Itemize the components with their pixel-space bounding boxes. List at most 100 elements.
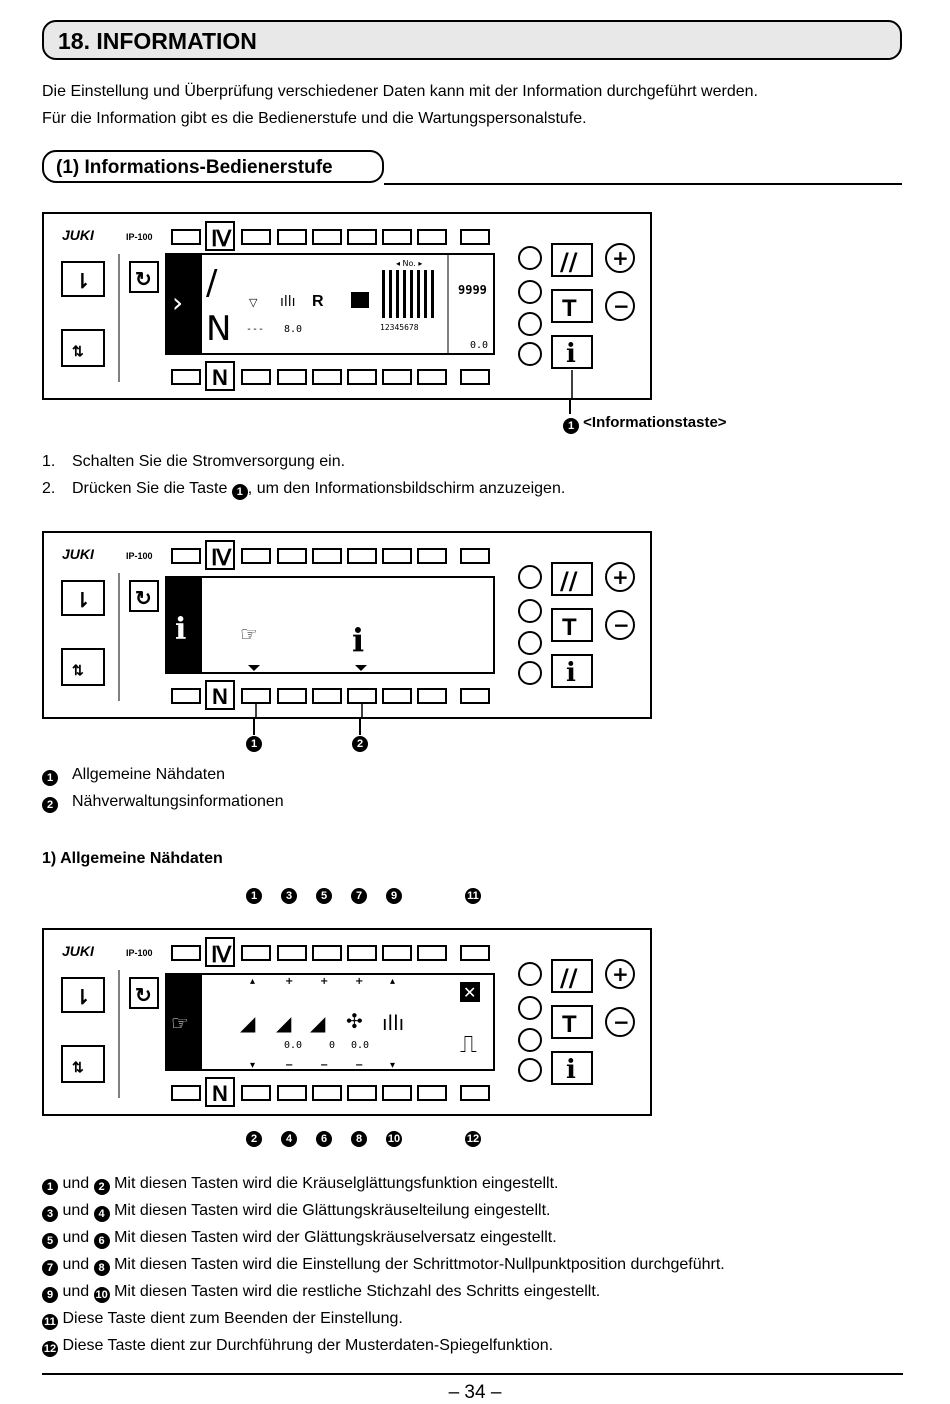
badge-1: 1 [563, 418, 579, 434]
winder-key[interactable] [61, 329, 105, 367]
legend-general-data: Allgemeine Nähdaten [72, 766, 225, 783]
management-info-key[interactable] [347, 688, 377, 704]
svg-text:−: − [613, 1010, 630, 1034]
reset-icon: ↻ [135, 269, 152, 291]
svg-text:↻: ↻ [135, 985, 152, 1007]
info-icon: i [566, 339, 576, 369]
svg-text:JUKI: JUKI [62, 943, 95, 959]
svg-text://: // [560, 567, 578, 595]
right-value: 0.0 [470, 340, 488, 351]
svg-text:◢: ◢ [240, 1011, 256, 1035]
description-4: 7 und 8 Mit diesen Tasten wird die Einst… [42, 1256, 725, 1276]
step-2-number: 2. [42, 480, 56, 497]
top-key-4[interactable] [347, 229, 377, 245]
brand-logo: JUKI [62, 227, 95, 243]
subsection-rule [384, 183, 902, 185]
top-key-2[interactable] [277, 229, 307, 245]
management-info-icon: i [352, 621, 364, 659]
subsection-title: (1) Informations-Bedienerstufe [56, 157, 333, 178]
ready-key-top[interactable] [205, 221, 235, 251]
svg-text:IP-100: IP-100 [126, 551, 153, 561]
svg-text:ıllı: ıllı [280, 294, 296, 310]
svg-text:IP-100: IP-100 [126, 948, 153, 958]
reset-key[interactable] [129, 261, 159, 293]
svg-text:⇂: ⇂ [74, 987, 91, 1009]
minus-key[interactable] [605, 291, 635, 321]
info-key[interactable] [551, 335, 593, 369]
general-data-icon: ☞ [240, 622, 258, 646]
svg-text:ıllı: ıllı [382, 1011, 404, 1035]
legend-management-info: Nähverwaltungsinformationen [72, 793, 284, 810]
footer-rule [42, 1373, 903, 1375]
top-key-1[interactable] [241, 229, 271, 245]
top-key-7[interactable] [460, 229, 490, 245]
svg-text:T: T [562, 614, 577, 641]
n-key[interactable] [205, 361, 235, 391]
subsection-title-box: (1) Informations-Bedienerstufe [42, 150, 384, 183]
pattern-digits: 12345678 [380, 323, 419, 332]
svg-text:▴: ▴ [250, 976, 255, 987]
panel-1-drawing: JUKI IP-100 Ⅳ ⇂ ↻ ⇅ › / N ▽ [61, 221, 635, 398]
svg-text:+: + [612, 565, 629, 589]
svg-text:+: + [320, 976, 328, 987]
template-key[interactable] [551, 289, 593, 323]
svg-text:i: i [566, 1055, 576, 1085]
top-key-5[interactable] [382, 229, 412, 245]
winder-icon: ⇅ [72, 343, 84, 359]
r-label: R [312, 293, 324, 310]
lcd-screen-3 [165, 973, 495, 1071]
description-2: 3 und 4 Mit diesen Tasten wird die Glätt… [42, 1202, 550, 1222]
svg-text:◢: ◢ [310, 1011, 326, 1035]
panel-3-drawing: JUKI IP-100 Ⅳ ⇂ ↻ ⇅ ☞ ▴++ +▴ ▾−− −▾ ◢◢ ◢… [61, 937, 635, 1107]
clear-key[interactable] [551, 243, 593, 277]
callout-label: <Informationstaste> [583, 414, 727, 431]
description-3: 5 und 6 Mit diesen Tasten wird der Glätt… [42, 1229, 557, 1249]
svg-text:N: N [206, 309, 231, 349]
svg-text:N: N [212, 684, 228, 709]
stitch-a: --- [246, 324, 264, 335]
svg-text:✣: ✣ [346, 1009, 363, 1033]
svg-text:▽: ▽ [249, 296, 258, 309]
value-c: 0.0 [351, 1040, 369, 1051]
general-data-key[interactable] [241, 688, 271, 704]
model-label: IP-100 [126, 232, 153, 242]
svg-text:▾: ▾ [390, 1060, 395, 1071]
intro-line-2: Für die Information gibt es die Bediener… [42, 110, 587, 127]
clear-icon: // [560, 248, 578, 276]
page-number: – 34 – [448, 1382, 502, 1403]
page-title: 18. INFORMATION [58, 28, 257, 54]
top-key-6[interactable] [417, 229, 447, 245]
svg-text:N: N [212, 365, 228, 390]
subheading-general-data: 1) Allgemeine Nähdaten [42, 850, 223, 867]
description-5: 9 und 10 Mit diesen Tasten wird die rest… [42, 1283, 600, 1303]
top-key-0[interactable] [171, 229, 201, 245]
step-2-text: Drücken Sie die Taste 1, um den Informat… [72, 480, 566, 500]
step-1-number: 1. [42, 453, 56, 470]
template-icon: T [562, 295, 577, 322]
svg-text:☞: ☞ [171, 1011, 189, 1035]
description-1: 1 und 2 Mit diesen Tasten wird die Kräus… [42, 1175, 558, 1195]
svg-text:+: + [285, 976, 293, 987]
no-label: ◂ No. ▸ [396, 259, 422, 268]
svg-text:−: − [320, 1060, 328, 1071]
svg-text:i: i [566, 658, 576, 688]
operation-panel-3: JUKI IP-100 Ⅳ ⇂ ↻ ⇅ ☞ ▴++ +▴ ▾−− −▾ ◢◢ ◢… [42, 928, 652, 1116]
stitch-b: 8.0 [284, 324, 302, 335]
panel2-callout-2: 2 [352, 736, 368, 752]
svg-text://: // [560, 964, 578, 992]
svg-text:+: + [355, 976, 363, 987]
thread-key[interactable] [61, 261, 105, 297]
svg-text:−: − [355, 1060, 363, 1071]
svg-text:−: − [613, 613, 630, 637]
operation-panel-2: JUKI IP-100 Ⅳ ⇂ ↻ ⇅ i ☞ i [42, 531, 652, 719]
description-7: 12 Diese Taste dient zur Durchführung de… [42, 1337, 554, 1357]
plus-key[interactable] [605, 243, 635, 273]
svg-text:⇂: ⇂ [74, 590, 91, 612]
svg-text:↻: ↻ [135, 588, 152, 610]
thread-icon: ⇂ [74, 271, 91, 293]
top-key-3[interactable] [312, 229, 342, 245]
counter-value: 9999 [458, 283, 487, 297]
value-b: 0 [329, 1040, 335, 1051]
step-1-text: Schalten Sie die Stromversorgung ein. [72, 453, 346, 470]
svg-text:Ⅳ: Ⅳ [211, 545, 232, 570]
